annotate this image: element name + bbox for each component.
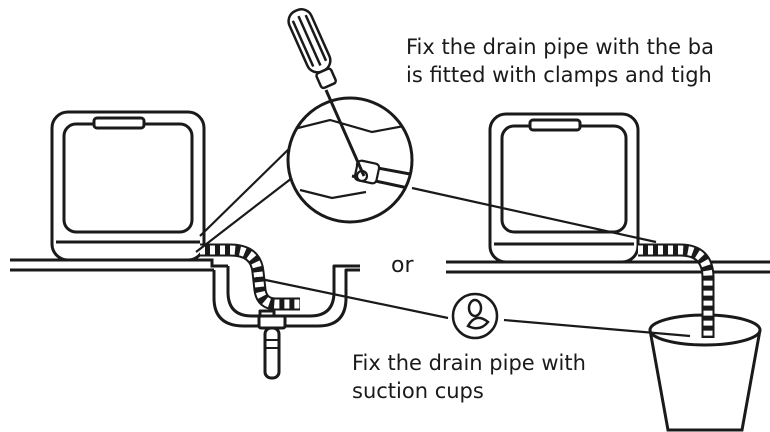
suction-instruction-caption: Fix the drain pipe with suction cups (352, 349, 586, 405)
clamp-caption-line-2: is fitted with clamps and tigh (406, 63, 712, 87)
clamp-detail-lens (286, 96, 414, 224)
drain-trap (257, 314, 287, 380)
clamp-caption-line-1: Fix the drain pipe with the ba (406, 35, 714, 59)
drain-hose-right (638, 243, 715, 338)
clamp-instruction-caption: Fix the drain pipe with the ba is fitted… (406, 33, 770, 89)
or-separator-label: or (391, 253, 414, 278)
suction-caption-line-2: suction cups (352, 379, 484, 403)
leader-lines (195, 141, 691, 338)
suction-caption-line-1: Fix the drain pipe with (352, 351, 586, 375)
dishwasher-left (50, 110, 206, 262)
suction-cup-icon (451, 292, 499, 340)
drain-hose-left (200, 243, 300, 311)
screwdriver-icon (287, 8, 366, 177)
dishwasher-right (488, 112, 640, 264)
